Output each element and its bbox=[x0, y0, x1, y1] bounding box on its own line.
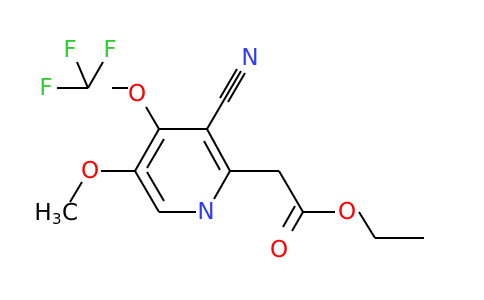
atom-o-ester: O bbox=[338, 199, 356, 225]
double-bond-co-a bbox=[291, 211, 304, 232]
bond-c3-cn bbox=[206, 99, 225, 130]
bond-c5-c4 bbox=[134, 128, 160, 172]
bond-c6-c5-inner bbox=[146, 171, 165, 202]
bond-c-f-right bbox=[87, 61, 104, 89]
bond-c3-c2 bbox=[206, 128, 231, 172]
bond-c3-c2-inner bbox=[203, 140, 221, 171]
triple-bond-b bbox=[223, 70, 242, 101]
atom-n-nitrile: N bbox=[241, 45, 258, 71]
atom-f-top: F bbox=[63, 37, 76, 63]
bond-oester-ch2 bbox=[358, 211, 376, 239]
atom-n-ring: N bbox=[197, 199, 214, 225]
bond-c2-n bbox=[213, 170, 231, 200]
atom-o-ocf3: O bbox=[128, 81, 146, 107]
double-bond-co-b bbox=[282, 205, 296, 228]
atom-o-methoxy: O bbox=[81, 158, 99, 184]
atom-o-carbonyl: O bbox=[270, 237, 288, 263]
bond-c4-o bbox=[145, 106, 160, 130]
bond-o-ch3 bbox=[69, 181, 83, 203]
bond-ch2-co bbox=[278, 170, 304, 213]
triple-bond-c bbox=[227, 72, 246, 103]
atom-methyl-c: C bbox=[62, 200, 78, 226]
atom-methyl-h: H bbox=[34, 200, 51, 226]
bond-c6-c5 bbox=[134, 170, 160, 213]
atom-f-left: F bbox=[39, 75, 52, 101]
triple-bond-a bbox=[219, 68, 238, 99]
atom-methyl-sub: 3 bbox=[52, 210, 62, 228]
bond-c5-c4-inner bbox=[146, 138, 165, 169]
bond-c-f-top bbox=[76, 61, 89, 89]
atom-f-right: F bbox=[103, 37, 116, 63]
